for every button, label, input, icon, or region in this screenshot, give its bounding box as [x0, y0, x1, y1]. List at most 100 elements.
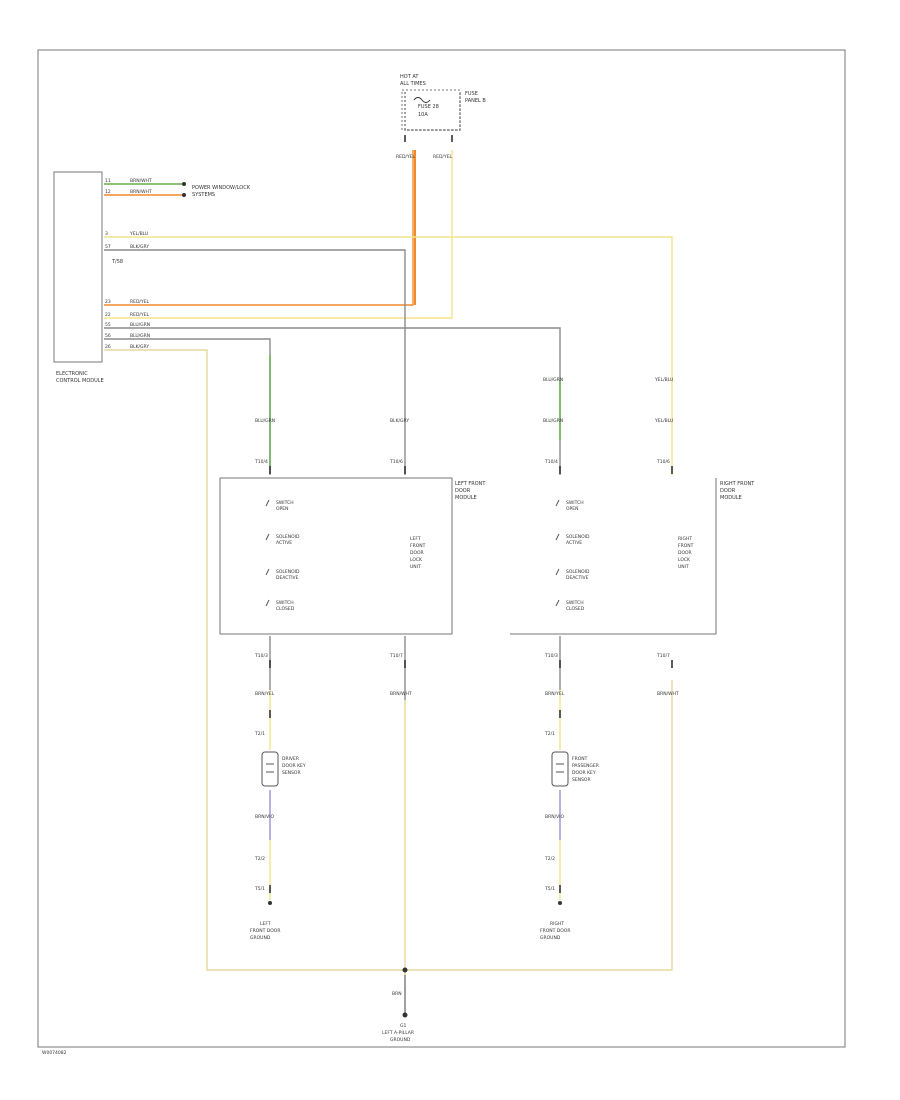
- right-module-title-2: DOOR: [720, 488, 736, 494]
- wire-blk-gry-1: [104, 249, 406, 475]
- ecm-pin-wire: YEL/BLU: [129, 231, 148, 237]
- right-module-title-3: MODULE: [720, 495, 742, 501]
- lm-bot-wire-1: BRN/YEL: [255, 691, 275, 697]
- ls-pin-out: T2/2: [254, 856, 265, 862]
- rs-wire-bottom: BRN/VIO: [545, 814, 565, 820]
- rm-switch-label: SWITCH: [566, 600, 584, 606]
- ecm-pin-number: 23: [105, 299, 111, 305]
- wire-fuse-feed: [404, 92, 461, 131]
- rm-top-wire-2b: YEL/BLU: [654, 418, 673, 424]
- diagram-frame: [37, 49, 846, 1048]
- ecm-pin-wire: BLK/GRY: [130, 344, 149, 350]
- ecm-pin-number: 26: [105, 344, 111, 350]
- ls-line2: DOOR KEY: [282, 763, 306, 769]
- rm-top-wire-1b: BLU/GRN: [543, 418, 563, 424]
- lm-switch-sub: CLOSED: [276, 606, 295, 612]
- mg-line1: G1: [400, 1023, 406, 1029]
- ls-gnd-pin: T5/1: [254, 886, 265, 892]
- rs-line3: DOOR KEY: [572, 770, 596, 776]
- ls-line3: SENSOR: [282, 770, 301, 776]
- other-ref-1: POWER WINDOW/LOCK: [192, 185, 251, 191]
- fuse-block-2: PANEL B: [465, 98, 486, 104]
- lm-switch-sub: DEACTIVE: [276, 575, 299, 581]
- lm-switch-label: SWITCH: [276, 500, 294, 506]
- lm-unit-label: LEFT: [410, 536, 421, 542]
- other-ref-2: SYSTEMS: [192, 192, 215, 198]
- ground-dots: [182, 182, 562, 1018]
- rs-gnd-pin: T5/1: [544, 886, 555, 892]
- left-module-title-2: DOOR: [455, 488, 471, 494]
- lm-switch-symbol: [265, 599, 270, 607]
- rs-line4: SENSOR: [572, 777, 591, 783]
- rm-top-pin-1: T10/4: [544, 459, 558, 465]
- rm-switch-sub: DEACTIVE: [566, 575, 589, 581]
- lm-switch-symbol: [265, 499, 270, 507]
- rm-switch-label: SOLENOID: [566, 534, 590, 540]
- rm-bot-wire-1: BRN/YEL: [545, 691, 565, 697]
- rm-switch-sub: ACTIVE: [566, 540, 582, 546]
- connector-ticks: [269, 135, 673, 893]
- left-sensor-icon: [266, 763, 274, 773]
- rm-switch-symbol: [555, 568, 560, 576]
- ecm-pin-number: 11: [105, 178, 111, 184]
- mg-wire: BRN: [392, 991, 402, 997]
- footer-code: W0074082: [42, 1050, 67, 1056]
- rm-bot-wire-2: BRN/WHT: [657, 691, 679, 697]
- rm-switch-sub: CLOSED: [566, 606, 585, 612]
- lm-bot-wire-2: BRN/WHT: [390, 691, 412, 697]
- lm-switch-sub: OPEN: [276, 506, 288, 512]
- ecm-pin-wire: BRN/WHT: [130, 178, 152, 184]
- ecm-pin-number: 55: [105, 322, 111, 328]
- lg-line1: LEFT: [260, 921, 271, 927]
- wire-ground-bus: [104, 349, 673, 971]
- left-module-switches: SWITCHOPENSOLENOIDACTIVESOLENOIDDEACTIVE…: [265, 499, 300, 612]
- right-module-switches: SWITCHOPENSOLENOIDACTIVESOLENOIDDEACTIVE…: [555, 499, 590, 612]
- rm-switch-symbol: [555, 499, 560, 507]
- fuse-rating: 10A: [418, 112, 428, 118]
- lm-bot-pin-2: T10/7: [389, 653, 403, 659]
- fuse-icon: [413, 97, 431, 103]
- rm-unit-label: UNIT: [678, 564, 689, 570]
- ecm-pin-wire: BLK/GRY: [130, 244, 149, 250]
- rg-line3: GROUND: [540, 935, 561, 941]
- lm-bot-pin-1: T10/3: [254, 653, 268, 659]
- right-module-box: [510, 478, 717, 635]
- rm-switch-label: SWITCH: [566, 500, 584, 506]
- ecm-pin-number: 56: [105, 333, 111, 339]
- rm-unit-label: DOOR: [678, 550, 692, 556]
- right-sensor-icon: [556, 763, 564, 773]
- ecm-pin-number: 57: [105, 244, 111, 250]
- rm-switch-sub: OPEN: [566, 506, 578, 512]
- rs-pin-in: T2/1: [544, 731, 555, 737]
- lm-switch-symbol: [265, 568, 270, 576]
- ecm-pin-number: 22: [105, 312, 111, 318]
- lm-switch-label: SOLENOID: [276, 534, 300, 540]
- right-module-title-1: RIGHT FRONT: [720, 481, 755, 487]
- wire-red-yel-2: [104, 150, 453, 319]
- lm-unit-label: FRONT: [410, 543, 426, 549]
- rg-line2: FRONT DOOR: [540, 928, 570, 934]
- fuse-title-1: HOT AT: [400, 74, 419, 80]
- ecm-pin-wire: BRN/WHT: [130, 189, 152, 195]
- left-sensor-box: [261, 751, 279, 787]
- ecm-pin-wire: BLU/GRN: [130, 322, 150, 328]
- fuse-title-2: ALL TIMES: [400, 81, 426, 87]
- ecm-pin-number: 12: [105, 189, 111, 195]
- lm-top-wire-2: BLK/GRY: [390, 418, 409, 424]
- mg-line3: GROUND: [390, 1037, 411, 1043]
- lm-switch-label: SOLENOID: [276, 569, 300, 575]
- lg-line2: FRONT DOOR: [250, 928, 280, 934]
- ecm-pin-number: 3: [105, 231, 108, 237]
- ls-wire-bottom: BRN/VIO: [255, 814, 275, 820]
- ls-pin-in: T2/1: [254, 731, 265, 737]
- rs-pin-out: T2/2: [544, 856, 555, 862]
- rm-switch-symbol: [555, 533, 560, 541]
- rm-unit-label: FRONT: [678, 543, 694, 549]
- lg-line3: GROUND: [250, 935, 271, 941]
- wire-yel-blu: [104, 236, 673, 475]
- rs-line1: FRONT: [572, 756, 588, 762]
- ecm-pin-wire: RED/YEL: [130, 299, 150, 305]
- lm-switch-symbol: [265, 533, 270, 541]
